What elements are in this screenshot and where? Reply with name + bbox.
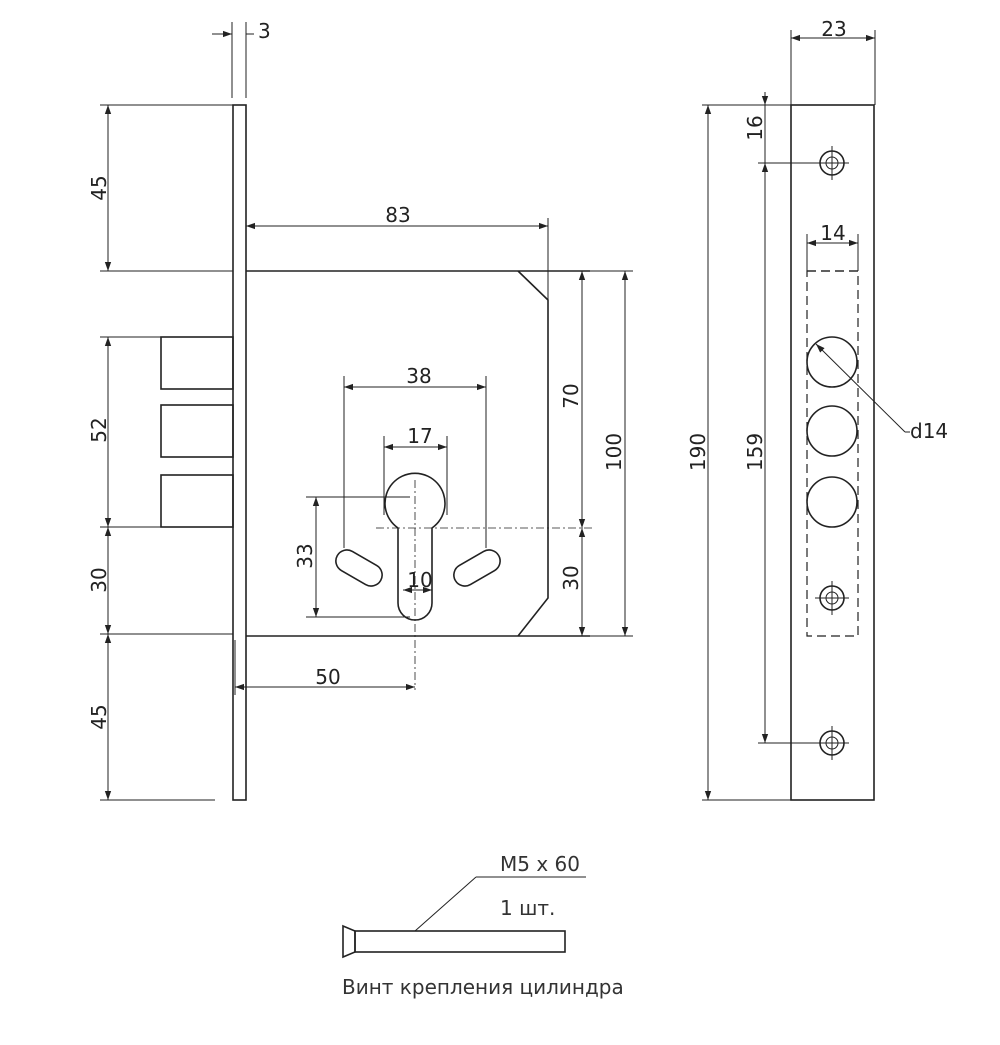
screw-hole-top	[815, 146, 849, 180]
bolt-1	[160, 336, 234, 390]
dim-bolt-to-axis: 30	[87, 567, 111, 592]
dim-bolt-hole-width: 14	[820, 221, 845, 245]
mount-slot-left	[335, 549, 383, 587]
dim-faceplate-width: 23	[821, 17, 846, 41]
dim-backset: 50	[315, 665, 340, 689]
dim-case-height: 100	[602, 433, 626, 471]
dim-case-depth: 83	[385, 203, 410, 227]
dim-faceplate-thickness: 3	[258, 19, 271, 43]
screw-shank	[354, 930, 566, 953]
cylinder-screw: M5 x 60 1 шт. Винт крепления цилиндра	[342, 852, 624, 999]
dim-cylinder-height: 33	[293, 543, 317, 568]
bolt-3	[160, 474, 234, 528]
lock-side-view: 3 45 52 30 45 83 38 17 33 10 50 70 30 10…	[87, 19, 633, 801]
dim-top-offset: 45	[87, 175, 111, 200]
dim-top-hole-offset: 16	[743, 115, 767, 140]
bolt-2	[160, 404, 234, 458]
dim-hole-spacing: 159	[743, 433, 767, 471]
faceplate-front	[790, 104, 875, 801]
bolt-hole-2	[806, 405, 858, 457]
dim-bottom-offset: 45	[87, 704, 111, 729]
faceplate-front-view: 23 16 14 190 159 d14	[686, 17, 948, 801]
screw-caption: Винт крепления цилиндра	[342, 975, 624, 999]
screw-hole-bottom	[815, 726, 849, 760]
dim-cylinder-neck: 10	[407, 568, 432, 592]
faceplate-side	[232, 104, 247, 801]
screw-quantity: 1 шт.	[500, 896, 555, 920]
cylinder-cutout	[384, 472, 446, 621]
dim-lower-height: 30	[559, 565, 583, 590]
dim-bolts-span: 52	[87, 417, 111, 442]
screw-head	[342, 924, 356, 959]
dim-cylinder-width: 17	[407, 424, 432, 448]
bolt-hole-3	[806, 476, 858, 528]
dim-faceplate-length: 190	[686, 433, 710, 471]
dim-upper-height: 70	[559, 383, 583, 408]
dim-bolt-diameter: d14	[910, 419, 948, 443]
dim-cylinder-spacing: 38	[406, 364, 431, 388]
bolt-opening	[806, 270, 859, 637]
bolt-hole-1	[806, 336, 858, 388]
screw-spec: M5 x 60	[500, 852, 580, 876]
screw-hole-middle	[815, 581, 849, 615]
mount-slot-right	[453, 549, 501, 587]
